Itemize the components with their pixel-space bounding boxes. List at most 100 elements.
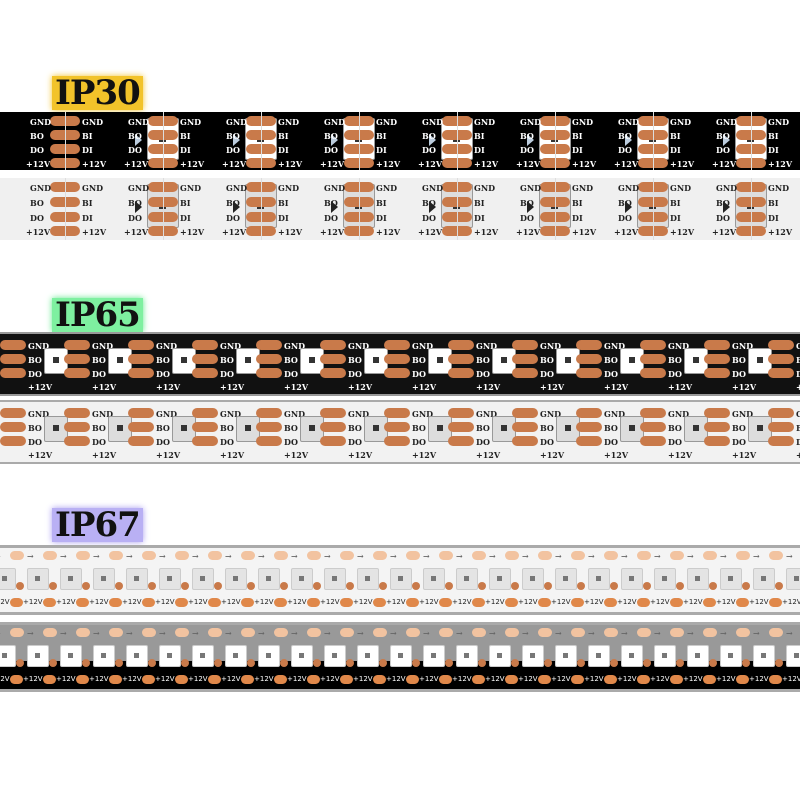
solder-pad [448,354,474,364]
pin-label-right: +12V [82,227,107,238]
strip-segment: →+12V [56,548,90,612]
solder-pad [640,436,666,446]
pin-label-left: DO [324,145,338,155]
strip-segment: →+12V [749,625,783,689]
cut-line [457,112,458,170]
solder-pad [704,422,730,432]
solder-pad [320,436,346,446]
led-die [464,653,469,658]
pin-label-right: +12V [670,227,695,238]
led-die [2,576,7,581]
pin-label-left: BO [520,131,534,141]
arrow-icon: → [324,551,331,561]
solder-pad [768,340,794,350]
strip-segment: →+12V [551,625,585,689]
led-die [695,653,700,658]
pin-label-right: +12V [572,227,597,238]
pin-label-left: BO [28,423,42,433]
led-die [35,576,40,581]
led-chip [522,568,544,590]
pin-label-right: BI [376,197,387,208]
solder-pad [274,628,288,637]
strip-segment: →+12V [683,625,717,689]
solder-pad [274,598,287,607]
solder-pad [505,675,518,684]
pin-label-left: DO [716,145,730,155]
led-chip [753,568,775,590]
pin-label-left: +12V [712,159,737,169]
strip-segment: →+12V [518,548,552,612]
solder-pad [43,598,56,607]
strip-segment: →+12V [221,548,255,612]
pin-label-left: DO [540,369,554,379]
arrow-icon: → [786,628,793,638]
solder-pad [604,675,617,684]
solder-pad [192,408,218,418]
solder-pad [571,675,584,684]
pin-label-right: GND [180,117,202,127]
power-label: +12V [320,598,340,606]
pin-label-left: +12V [26,227,51,238]
solder-pad [128,340,154,350]
pin-label-left: BO [92,423,106,433]
solder-pad [307,628,321,637]
solder-pad [76,628,90,637]
solder-pad [643,659,651,667]
pin-label-left: DO [796,369,800,379]
led-die [437,357,443,363]
solder-pad [604,598,617,607]
pin-label-left: BO [128,131,142,141]
cut-line [261,178,262,240]
pin-label-left: DO [156,437,170,447]
power-label: +12V [89,598,109,606]
power-label: +12V [650,675,670,683]
pin-label-left: GND [618,117,640,127]
pin-label-left: GND [716,117,738,127]
arrow-icon: → [654,551,661,561]
arrow-icon: → [753,628,760,638]
pin-label-left: DO [604,437,618,447]
pin-label-right: BI [474,131,485,141]
led-chip [225,645,247,667]
led-die [695,576,700,581]
power-label: +12V [122,598,142,606]
pin-label-left: BO [28,355,42,365]
pin-label-left: +12V [614,227,639,238]
solder-pad [571,551,585,560]
power-label: +12V [419,598,439,606]
pin-label-left: GND [412,341,434,351]
led-die [398,576,403,581]
pin-label-left: BO [796,355,800,365]
solder-pad [192,422,218,432]
direction-arrow-icon [429,201,436,214]
solder-pad [373,598,386,607]
led-chip [621,568,643,590]
solder-pad [379,659,387,667]
power-label: +12V [320,675,340,683]
pin-label-left: GND [226,183,248,194]
power-label: +12V [485,675,505,683]
pin-label-left: BO [220,423,234,433]
power-label: +12V [92,450,117,460]
solder-pad [604,551,618,560]
led-chip [324,568,346,590]
led-chip [423,568,445,590]
arrow-icon: → [522,551,529,561]
power-label: +12V [89,675,109,683]
solder-pad [256,354,282,364]
cut-line [359,112,360,170]
solder-pad [448,408,474,418]
power-label: +12V [56,598,76,606]
led-die [563,576,568,581]
arrow-icon: → [126,628,133,638]
led-die [431,653,436,658]
arrow-icon: → [159,628,166,638]
power-label: +12V [476,450,501,460]
